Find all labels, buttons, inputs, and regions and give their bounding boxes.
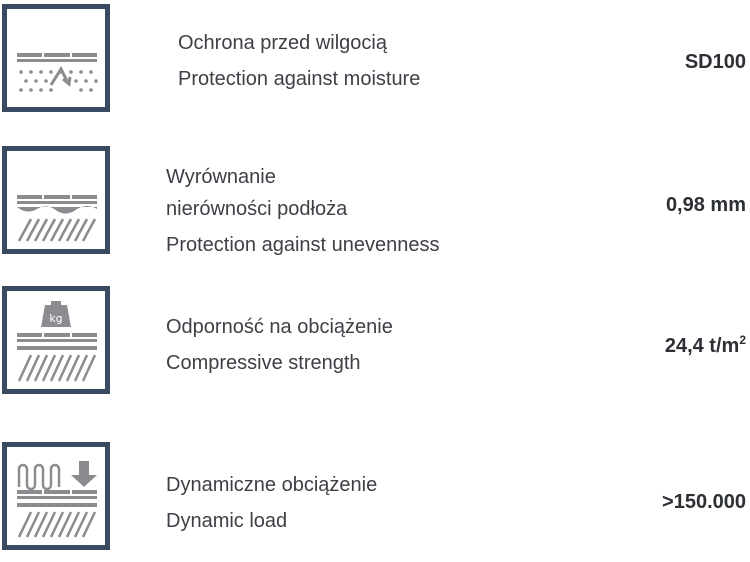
label-en: Protection against moisture (178, 68, 421, 90)
feature-labels: Ochrona przed wilgocią Protection agains… (178, 25, 420, 97)
feature-labels: Odporność na obciążenie Compressive stre… (166, 309, 393, 381)
unevenness-icon (2, 146, 110, 254)
weight-label: kg (49, 312, 62, 325)
label-pl: Ochrona przed wilgocią (178, 32, 387, 54)
feature-labels: Wyrównanie nierówności podłoża Protectio… (166, 159, 440, 263)
feature-value: 0,98 mm (665, 194, 746, 216)
feature-value: SD100 (684, 51, 746, 73)
feature-value: >150.000 (662, 491, 746, 513)
label-pl-line2: nierówności podłoża (166, 198, 348, 220)
feature-value: 24,4 t/m2 (665, 333, 746, 358)
label-en: Dynamic load (166, 510, 288, 532)
label-pl: Dynamiczne obciążenie (166, 474, 378, 496)
label-pl: Odporność na obciążenie (166, 316, 393, 338)
dynamic-load-icon (2, 442, 110, 550)
value-text: 24,4 t/m (664, 335, 740, 357)
label-pl-line1: Wyrównanie (166, 166, 276, 188)
label-en: Protection against unevenness (166, 234, 440, 256)
weight-icon: kg (2, 286, 110, 394)
label-en: Compressive strength (166, 352, 361, 374)
moisture-icon (2, 4, 110, 112)
value-superscript: 2 (739, 333, 746, 347)
feature-labels: Dynamiczne obciążenie Dynamic load (166, 467, 377, 539)
